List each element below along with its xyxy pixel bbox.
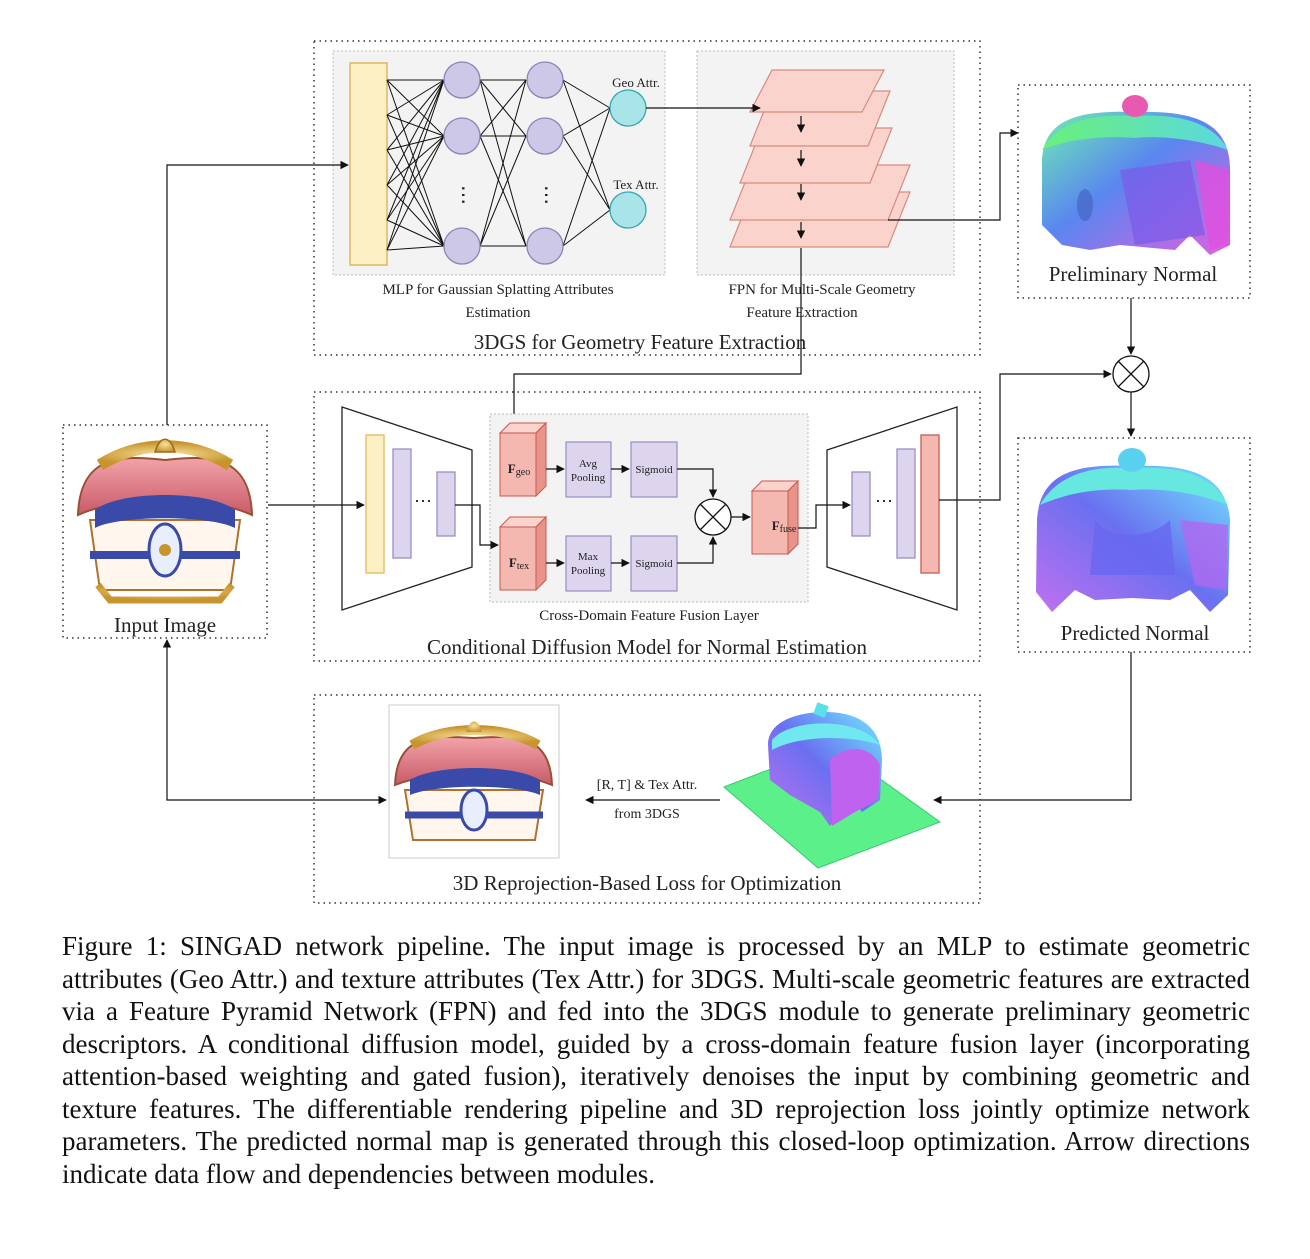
arrow-predicted-to-render — [933, 652, 1132, 805]
arrow-fpn-to-preliminary — [888, 128, 1019, 221]
arrow-ffuse-to-decoder — [798, 500, 851, 529]
avg-pooling-box — [565, 441, 612, 498]
preliminary-normal-label: Preliminary Normal — [1049, 262, 1218, 286]
sigmoid-label-top: Sigmoid — [635, 464, 673, 476]
arrow-input-to-mlp — [166, 160, 349, 425]
mlp-panel — [332, 50, 666, 276]
max-pooling-box — [565, 535, 612, 592]
sigmoid-box-bottom — [630, 535, 678, 592]
pipeline-diagram: ⋯ ⋯ Geo Attr. Tex Attr. MLP for Gaussian… — [62, 40, 1251, 904]
diffusion-module-title: Conditional Diffusion Model for Normal E… — [427, 635, 867, 659]
fpn-label-line1: FPN for Multi-Scale Geometry — [728, 282, 916, 298]
geometry-module-title: 3DGS for Geometry Feature Extraction — [474, 330, 807, 354]
avg-pooling-line1: Avg — [579, 458, 598, 470]
tex-attr-node — [609, 191, 647, 229]
encoder-layer-3 — [436, 471, 456, 537]
reprojection-arrow-label-2: from 3DGS — [614, 807, 680, 822]
arrow-decoder-to-multiply — [939, 369, 1112, 501]
fusion-label: Cross-Domain Feature Fusion Layer — [539, 608, 759, 624]
predicted-normal-label: Predicted Normal — [1061, 621, 1210, 645]
geometry-module: ⋯ ⋯ Geo Attr. Tex Attr. MLP for Gaussian… — [313, 40, 981, 356]
fpn-label-line2: Feature Extraction — [746, 305, 858, 321]
encoder-layer-1 — [365, 434, 385, 574]
mlp-label-line1: MLP for Gaussian Splatting Attributes — [382, 282, 613, 298]
preliminary-normal-render — [1041, 95, 1231, 255]
sigmoid-label-bottom: Sigmoid — [635, 558, 673, 570]
input-image-label: Input Image — [114, 613, 216, 637]
diffusion-module: ⋯ Fgeo Ftex Avg Pooling Sigmoid Max Pool… — [313, 391, 981, 662]
predicted-normal-node: Predicted Normal — [1017, 437, 1251, 653]
mlp-connections — [386, 79, 611, 251]
sigmoid-box-top — [630, 441, 678, 498]
fgeo-block: Fgeo — [498, 421, 548, 498]
avg-pooling-line2: Pooling — [571, 472, 606, 484]
mlp-hidden-nodes — [443, 61, 564, 265]
ffuse-block: Ffuse — [750, 479, 800, 556]
decoder-layer-3 — [920, 434, 940, 574]
normal-render-scene — [723, 702, 942, 869]
encoder-ellipsis: ⋯ — [414, 491, 432, 511]
encoder-layer-2 — [392, 448, 412, 559]
mlp-label-line2: Estimation — [466, 305, 531, 321]
input-image-chest — [76, 438, 254, 604]
decoder-layer-1 — [851, 471, 871, 537]
merge-multiply-icon — [1112, 355, 1150, 393]
loss-module-title: 3D Reprojection-Based Loss for Optimizat… — [453, 871, 842, 895]
predicted-normal-render — [1036, 448, 1230, 612]
figure-caption: Figure 1: SINGAD network pipeline. The i… — [62, 931, 1250, 1189]
svg-text:Ftex: Ftex — [509, 555, 529, 572]
svg-text:Fgeo: Fgeo — [508, 461, 530, 478]
mlp-ellipsis-2: ⋯ — [535, 185, 557, 205]
preliminary-normal-node: Preliminary Normal — [1017, 84, 1251, 299]
tex-attr-label: Tex Attr. — [613, 177, 658, 192]
max-pooling-line1: Max — [578, 551, 599, 563]
fpn-pyramid — [729, 69, 911, 248]
decoder-layer-2 — [896, 448, 916, 559]
svg-text:Ffuse: Ffuse — [772, 518, 797, 535]
arrow-fpn-to-fgeo — [509, 248, 802, 425]
arrow-encoder-to-ftex — [455, 504, 499, 550]
arrow-input-reprojected-loop — [162, 639, 387, 805]
ftex-block: Ftex — [498, 515, 548, 592]
loss-module: [R, T] & Tex Attr. from 3DGS 3D Reprojec… — [313, 694, 981, 904]
max-pooling-line2: Pooling — [571, 565, 606, 577]
reprojected-image-chest — [393, 721, 554, 841]
mlp-ellipsis-1: ⋯ — [452, 185, 474, 205]
fusion-multiply-icon — [694, 498, 732, 536]
geo-attr-label: Geo Attr. — [612, 75, 660, 90]
mlp-input-layer — [349, 62, 388, 266]
fusion-arrows — [546, 464, 751, 568]
geo-attr-node — [609, 89, 647, 127]
reprojection-arrow-label-1: [R, T] & Tex Attr. — [597, 778, 697, 793]
decoder-ellipsis: ⋯ — [875, 491, 893, 511]
input-image-node: Input Image — [62, 424, 268, 639]
